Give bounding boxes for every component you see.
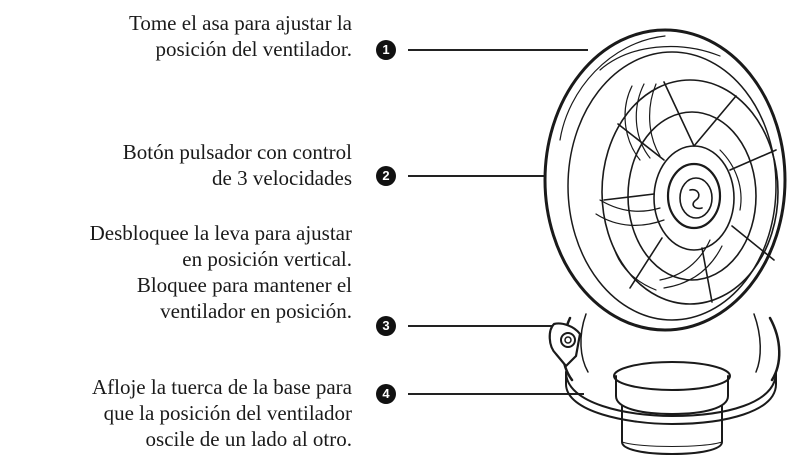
callout-2-badge: 2 (376, 166, 396, 186)
callout-3-line-4: ventilador en posición. (160, 299, 352, 323)
callout-4-badge: 4 (376, 384, 396, 404)
callout-1-line-2: posición del ventilador. (155, 37, 352, 61)
callout-4-line-2: que la posición del ventilador (103, 401, 352, 425)
callout-4-leader (408, 393, 584, 395)
callout-3-line-2: en posición vertical. (182, 247, 352, 271)
callout-3-line-1: Desbloquee la leva para ajustar (89, 221, 352, 245)
callout-3-text: Desbloquee la leva para ajustar en posic… (90, 220, 352, 324)
fan-handle-ring (543, 28, 787, 332)
callout-2-line-2: de 3 velocidades (212, 166, 352, 190)
cam-lock-knob (548, 322, 582, 368)
fan-base (565, 361, 777, 455)
fan-grill (601, 79, 779, 305)
callout-1-leader (408, 49, 588, 51)
callout-4-text: Afloje la tuerca de la base para que la … (92, 374, 352, 452)
callout-2-text: Botón pulsador con control de 3 velocida… (123, 139, 352, 191)
callout-3-badge: 3 (376, 316, 396, 336)
callout-4-line-1: Afloje la tuerca de la base para (91, 375, 352, 399)
callout-1-line-1: Tome el asa para ajustar la (128, 11, 352, 35)
speed-push-button (666, 162, 722, 230)
callout-3-line-3: Bloquee para mantener el (136, 273, 352, 297)
callout-1-badge: 1 (376, 40, 396, 60)
callout-1-text: Tome el asa para ajustar la posición del… (129, 10, 352, 62)
callout-4-line-3: oscile de un lado al otro. (145, 427, 352, 451)
callout-3-leader (408, 325, 554, 327)
callout-2-line-1: Botón pulsador con control (122, 140, 352, 164)
